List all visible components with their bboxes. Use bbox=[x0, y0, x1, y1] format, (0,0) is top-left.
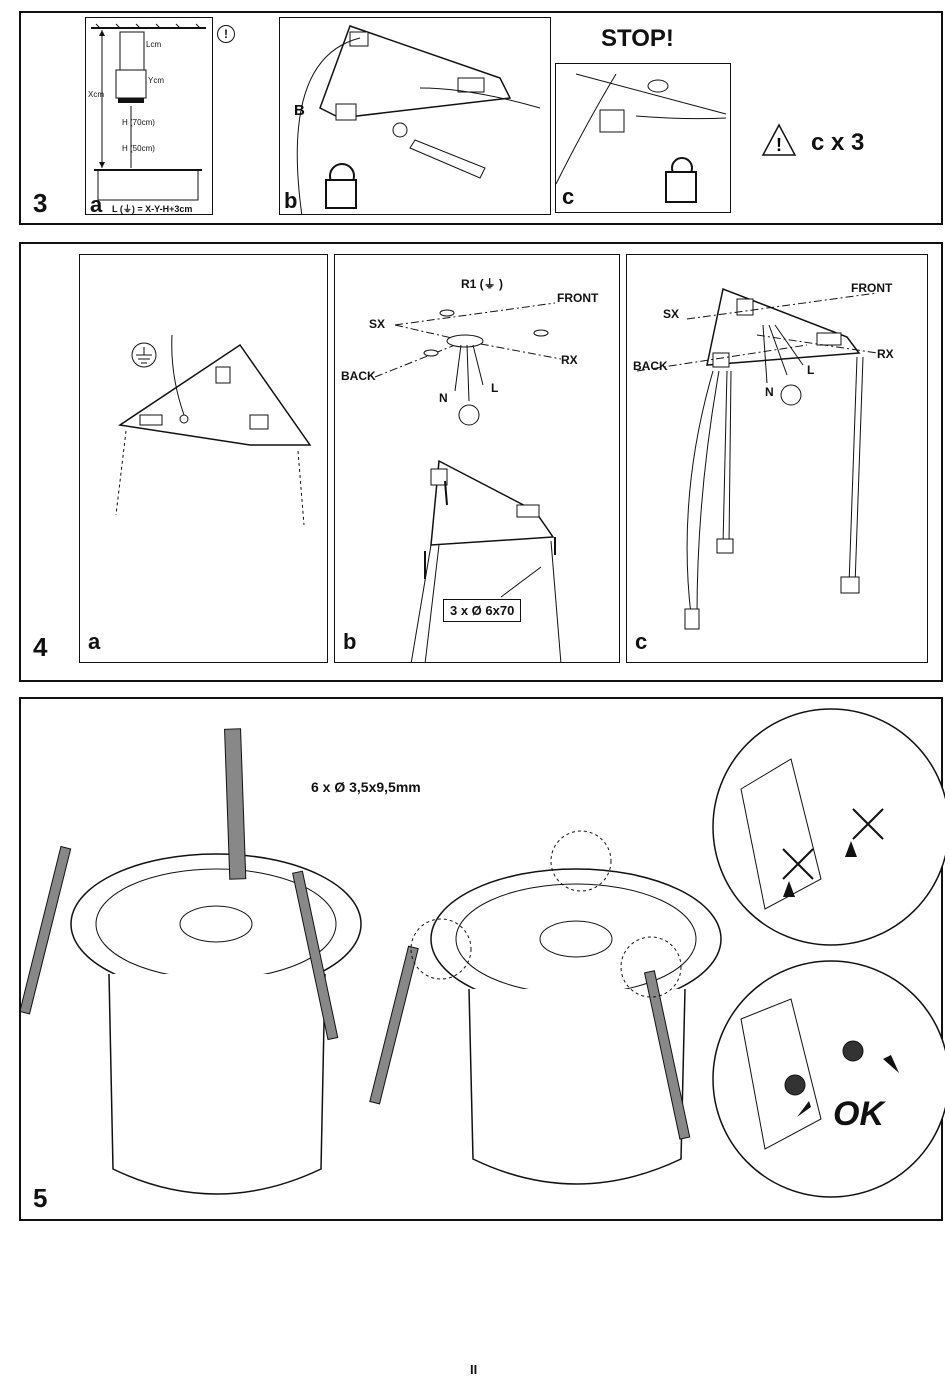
stop-label: STOP! bbox=[601, 25, 674, 53]
label-n: N bbox=[439, 391, 448, 405]
ok-label: OK bbox=[833, 1095, 884, 1134]
triangular-bracket-drawing bbox=[80, 255, 328, 663]
screw-spec-label: 3 x Ø 6x70 bbox=[443, 599, 521, 622]
step-4c-letter: c bbox=[635, 629, 647, 655]
label-rx: RX bbox=[877, 347, 894, 361]
label-r1: R1 (⏚ ) bbox=[461, 275, 503, 292]
label-sx: SX bbox=[663, 307, 679, 321]
svg-text:!: ! bbox=[776, 135, 782, 155]
step-4b-letter: b bbox=[343, 629, 356, 655]
page-number: II bbox=[470, 1362, 477, 1377]
label-n: N bbox=[765, 385, 774, 399]
repeat-warning-text: c x 3 bbox=[811, 129, 864, 157]
label-x: Xcm bbox=[88, 90, 104, 99]
label-front: FRONT bbox=[557, 291, 598, 305]
step-4a-diagram: a bbox=[79, 254, 328, 663]
hood-assembly-drawing bbox=[21, 699, 945, 1223]
warning-circle-icon: ! bbox=[217, 25, 235, 43]
bracket-closeup-drawing bbox=[556, 64, 731, 213]
label-back: BACK bbox=[633, 359, 668, 373]
label-y: Ycm bbox=[148, 76, 164, 85]
step-3a-letter: a bbox=[90, 192, 102, 215]
label-b-callout: B bbox=[294, 102, 305, 119]
step-4c-diagram: FRONT SX BACK RX N L c bbox=[626, 254, 928, 663]
label-l: L bbox=[491, 381, 498, 395]
step-4b-diagram: R1 (⏚ ) FRONT SX BACK RX N L 3 x Ø 6x70 … bbox=[334, 254, 620, 663]
step-4-panel: 4 a bbox=[19, 242, 943, 682]
step-3-number: 3 bbox=[33, 188, 47, 219]
length-formula: L (⏚) = X-Y-H+3cm bbox=[112, 202, 192, 215]
step-3c-diagram: c bbox=[555, 63, 731, 213]
step-4a-letter: a bbox=[88, 629, 100, 655]
step-3b-letter: b bbox=[284, 188, 297, 214]
step-3c-letter: c bbox=[562, 184, 574, 210]
label-sx: SX bbox=[369, 317, 385, 331]
label-h-gas: H (70cm) bbox=[122, 118, 155, 127]
step-3-panel: 3 Lcm Ycm Xcm H (70cm) H (50cm) a L (⏚) … bbox=[19, 11, 943, 225]
step-3b-diagram: B b bbox=[279, 17, 551, 215]
label-l: Lcm bbox=[146, 40, 161, 49]
label-l: L bbox=[807, 363, 814, 377]
wiring-bracket-drawing bbox=[280, 18, 551, 215]
step-3a-diagram: Lcm Ycm Xcm H (70cm) H (50cm) a L (⏚) = … bbox=[85, 17, 213, 215]
label-front: FRONT bbox=[851, 281, 892, 295]
step-4-number: 4 bbox=[33, 632, 47, 663]
label-rx: RX bbox=[561, 353, 578, 367]
label-h-elec: H (50cm) bbox=[122, 144, 155, 153]
label-back: BACK bbox=[341, 369, 376, 383]
step-5-panel: 5 6 x Ø 3,5x9,5mm OK bbox=[19, 697, 943, 1221]
